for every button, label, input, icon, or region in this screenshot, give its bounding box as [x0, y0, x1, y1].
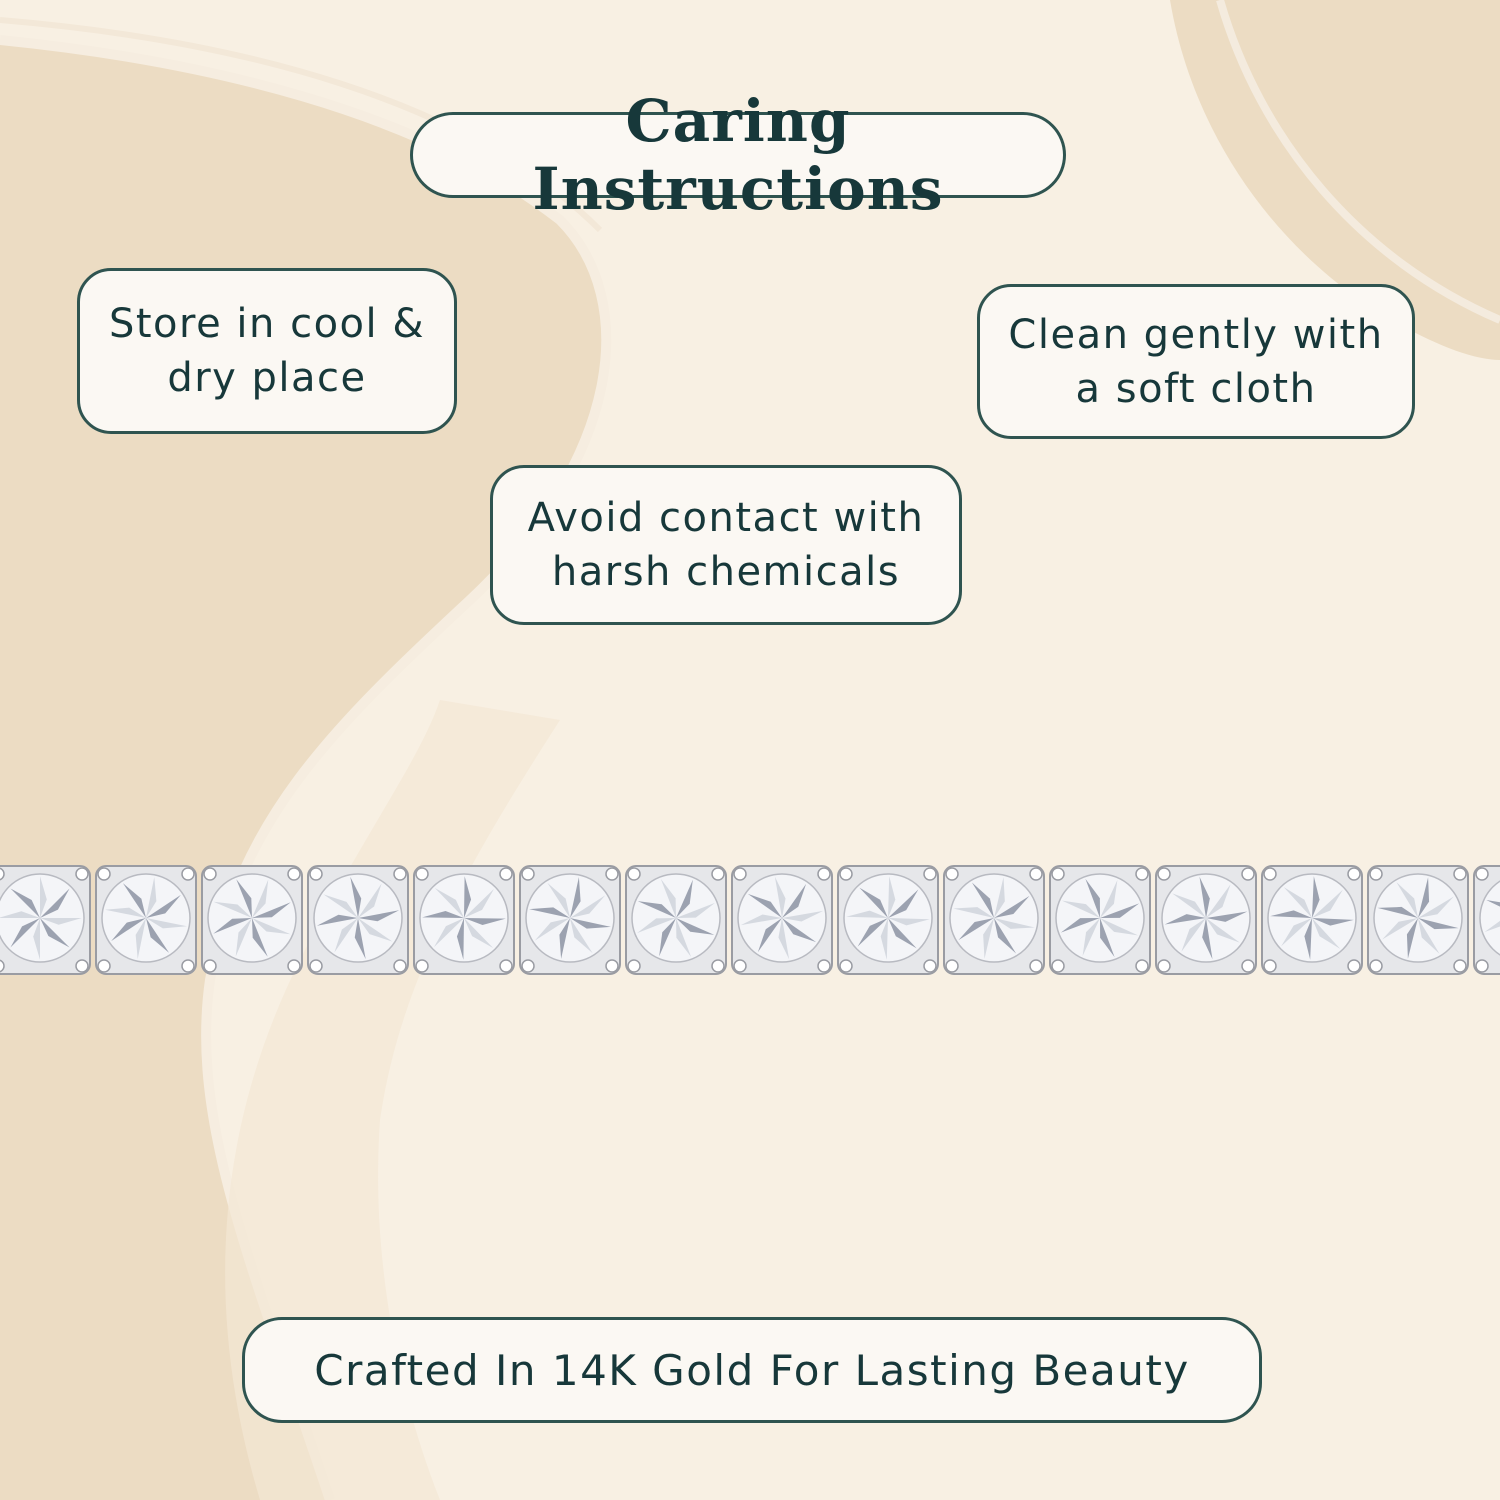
- bracelet-stone: [1261, 865, 1363, 975]
- tip-avoid-line-2: harsh chemicals: [551, 549, 901, 595]
- tip-avoid-line-1: Avoid contact with: [527, 495, 925, 541]
- bracelet-stone: [413, 865, 515, 975]
- tip-clean-line-2: a soft cloth: [1075, 365, 1317, 412]
- bracelet-stone: [1367, 865, 1469, 975]
- title-banner: Caring Instructions: [410, 87, 1066, 223]
- bracelet-stone: [1473, 865, 1500, 975]
- bracelet-stone: [943, 865, 1045, 975]
- bracelet-stone: [1049, 865, 1151, 975]
- bracelet-stone: [307, 865, 409, 975]
- bracelet-image: [0, 865, 1500, 975]
- bracelet-stone: [201, 865, 303, 975]
- tip-avoid-card: Avoid contact with harsh chemicals: [490, 465, 962, 625]
- bracelet-stone: [625, 865, 727, 975]
- tip-store-card: Store in cool & dry place: [77, 268, 457, 434]
- bracelet-stone: [1155, 865, 1257, 975]
- bracelet-stone: [731, 865, 833, 975]
- tip-store-text: Store in cool & dry place: [109, 297, 425, 405]
- tip-clean-line-1: Clean gently with: [1008, 311, 1384, 358]
- footer-banner: Crafted In 14K Gold For Lasting Beauty: [242, 1317, 1262, 1423]
- bracelet-stone: [837, 865, 939, 975]
- page-title: Caring Instructions: [532, 87, 944, 223]
- tip-clean-text: Clean gently with a soft cloth: [1008, 308, 1383, 416]
- bracelet-stone: [0, 865, 91, 975]
- bracelet-stone: [95, 865, 197, 975]
- tip-store-line-1: Store in cool &: [108, 301, 426, 347]
- tip-store-line-2: dry place: [167, 355, 367, 401]
- bracelet-stone: [519, 865, 621, 975]
- tip-clean-card: Clean gently with a soft cloth: [977, 284, 1415, 439]
- tip-avoid-text: Avoid contact with harsh chemicals: [528, 491, 925, 599]
- footer-text: Crafted In 14K Gold For Lasting Beauty: [314, 1345, 1190, 1395]
